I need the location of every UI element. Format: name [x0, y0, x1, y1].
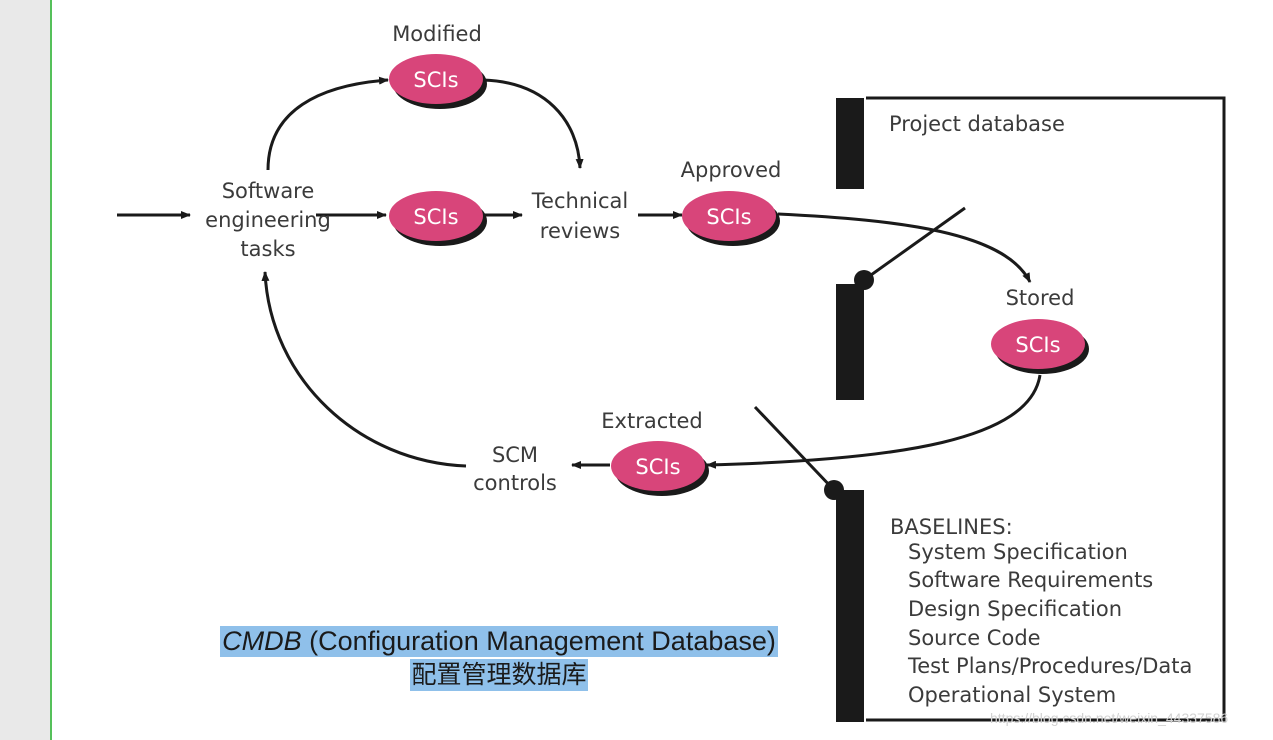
sci-approved: SCIs: [682, 191, 780, 246]
sci-extracted: SCIs: [611, 441, 709, 496]
baseline-item: Test Plans/Procedures/Data: [907, 654, 1192, 678]
label-approved: Approved: [681, 158, 782, 182]
sci-label: SCIs: [1015, 333, 1060, 357]
label-technical: Technical: [531, 189, 628, 213]
baseline-item: Operational System: [908, 683, 1116, 707]
caption-abbr: CMDB: [222, 626, 302, 656]
arrow-approved-to-stored: [777, 212, 1032, 283]
baseline-item: Design Specification: [908, 597, 1122, 621]
caption-expansion: (Configuration Management Database): [301, 626, 776, 656]
sci-label: SCIs: [413, 68, 458, 92]
left-sidebar: [0, 0, 52, 740]
door-upper: [854, 206, 966, 290]
label-tasks: tasks: [240, 237, 295, 261]
arrow-scm-to-tasks: [261, 271, 467, 468]
baselines-heading: BASELINES:: [890, 515, 1013, 539]
caption-chinese: 配置管理数据库: [410, 659, 588, 691]
caption: CMDB (Configuration Management Database)…: [174, 626, 824, 691]
sci-label: SCIs: [706, 205, 751, 229]
door-lower: [753, 405, 844, 500]
baseline-item: Source Code: [908, 626, 1041, 650]
label-scm: SCM: [492, 443, 538, 467]
label-reviews: reviews: [540, 219, 620, 243]
caption-english: CMDB (Configuration Management Database): [220, 626, 778, 657]
database-wall-top: [836, 98, 864, 189]
sci-modified: SCIs: [389, 54, 487, 109]
label-modified: Modified: [392, 22, 482, 46]
label-software: Software: [222, 179, 315, 203]
label-stored: Stored: [1006, 286, 1075, 310]
sci-working: SCIs: [389, 191, 487, 246]
sci-label: SCIs: [635, 455, 680, 479]
sci-label: SCIs: [413, 205, 458, 229]
arrow-modified-to-reviews: [482, 78, 584, 169]
sci-stored: SCIs: [991, 319, 1089, 374]
project-database-title: Project database: [889, 112, 1065, 136]
database-wall-bottom: [836, 490, 864, 722]
baseline-item: Software Requirements: [908, 568, 1153, 592]
project-database: Project database BASELINES: System Speci…: [753, 96, 1226, 722]
label-extracted: Extracted: [601, 409, 702, 433]
label-controls: controls: [473, 471, 557, 495]
arrow-tasks-to-modified: [266, 76, 389, 171]
watermark: https://blog.csdn.net/weixin_44337586: [990, 710, 1229, 726]
baseline-item: System Specification: [908, 540, 1128, 564]
database-wall-middle: [836, 284, 864, 400]
arrow-stored-to-extracted: [706, 374, 1042, 469]
label-engineering: engineering: [205, 208, 331, 232]
